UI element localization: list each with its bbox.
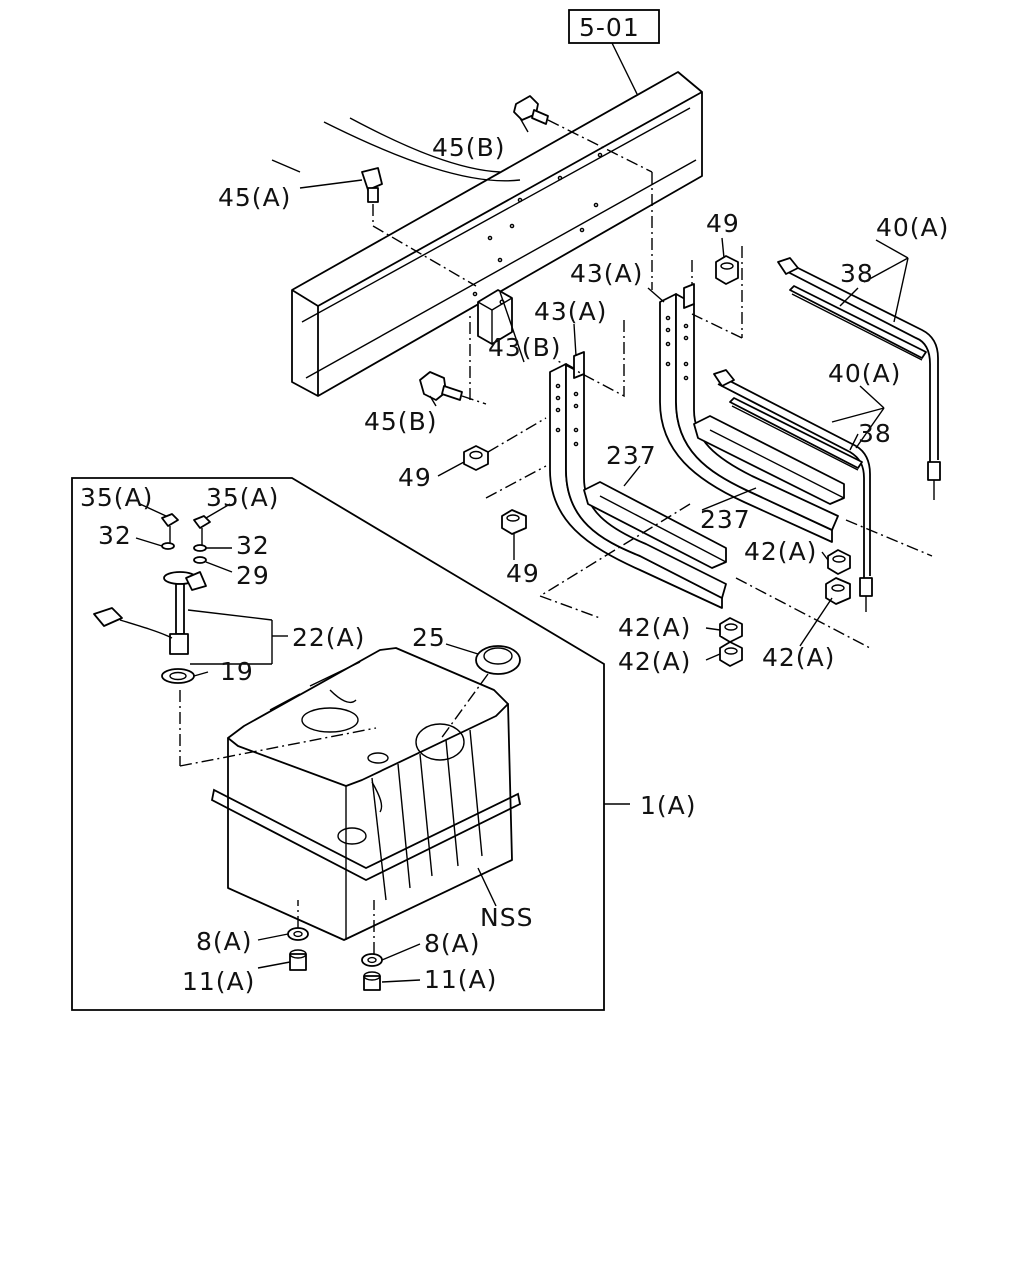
bolt-45b-mid <box>419 312 487 405</box>
callout-32-right: 32 <box>236 531 270 560</box>
washer-8a-left <box>287 900 309 941</box>
nut-49-low <box>485 465 547 535</box>
callout-43a-2: 43(A) <box>534 297 607 326</box>
leader-lines <box>135 117 909 983</box>
callout-42a-4: 42(A) <box>762 643 835 672</box>
callout-8a-right: 8(A) <box>424 929 481 958</box>
callout-45a: 45(A) <box>218 183 291 212</box>
callout-43b: 43(B) <box>488 333 561 362</box>
callout-43a-1: 43(A) <box>570 259 643 288</box>
callout-49-top: 49 <box>706 209 740 238</box>
nut-42a-4 <box>825 577 851 605</box>
callout-38-mid: 38 <box>858 419 892 448</box>
callout-45b-mid: 45(B) <box>364 407 437 436</box>
callout-40a-top: 40(A) <box>876 213 949 242</box>
screws-35a <box>161 513 211 546</box>
callout-40a-mid: 40(A) <box>828 359 901 388</box>
callout-35a-left: 35(A) <box>80 483 153 512</box>
gasket-19 <box>161 668 195 684</box>
nut-42a-3 <box>719 641 743 667</box>
callout-22a: 22(A) <box>292 623 365 652</box>
callout-49-mid: 49 <box>398 463 432 492</box>
callout-45b-top: 45(B) <box>432 133 505 162</box>
callout-8a-left: 8(A) <box>196 927 253 956</box>
fuel-tank <box>210 647 522 941</box>
callout-11a-right: 11(A) <box>424 965 497 994</box>
callout-237-a: 237 <box>606 441 657 470</box>
sender-unit-22a <box>93 571 377 767</box>
callout-labels: 45(B) 45(A) 49 40(A) 43(A) 38 43(A) 43(B… <box>80 133 949 996</box>
callout-237-b: 237 <box>700 505 751 534</box>
saddle-bracket-right <box>659 283 839 543</box>
callout-19: 19 <box>220 657 254 686</box>
reference-box: 5-01 <box>568 9 660 97</box>
kit-enclosure <box>71 477 630 1011</box>
callout-25: 25 <box>412 623 446 652</box>
callout-1a: 1(A) <box>640 791 697 820</box>
callout-32-left: 32 <box>98 521 132 550</box>
strap-40a-mid <box>713 369 873 612</box>
filler-cap-25 <box>439 645 521 741</box>
saddle-bracket-left <box>549 351 727 609</box>
strap-40a-top <box>777 257 941 500</box>
alignment-lines <box>538 172 933 649</box>
insulator-237-left <box>583 481 727 569</box>
insulator-237-right <box>693 415 845 505</box>
callout-29: 29 <box>236 561 270 590</box>
nut-49-top <box>691 246 743 338</box>
plug-11a-right <box>363 971 381 991</box>
nut-49-mid <box>463 417 547 471</box>
callout-42a-3: 42(A) <box>618 647 691 676</box>
bolt-45b-top <box>513 95 653 173</box>
callout-35a-right: 35(A) <box>206 483 279 512</box>
washers-32 <box>161 542 207 564</box>
callout-11a-left: 11(A) <box>182 967 255 996</box>
callout-nss: NSS <box>480 903 533 932</box>
bolt-45a <box>361 167 477 287</box>
plug-11a-left <box>289 949 307 971</box>
nut-42a-2 <box>719 617 743 643</box>
callout-42a-1: 42(A) <box>744 537 817 566</box>
callout-42a-2: 42(A) <box>618 613 691 642</box>
nut-42a-1 <box>827 549 851 575</box>
callout-49-low: 49 <box>506 559 540 588</box>
frame-rail <box>271 71 703 397</box>
reference-number: 5-01 <box>579 13 640 42</box>
callout-38-top: 38 <box>840 259 874 288</box>
